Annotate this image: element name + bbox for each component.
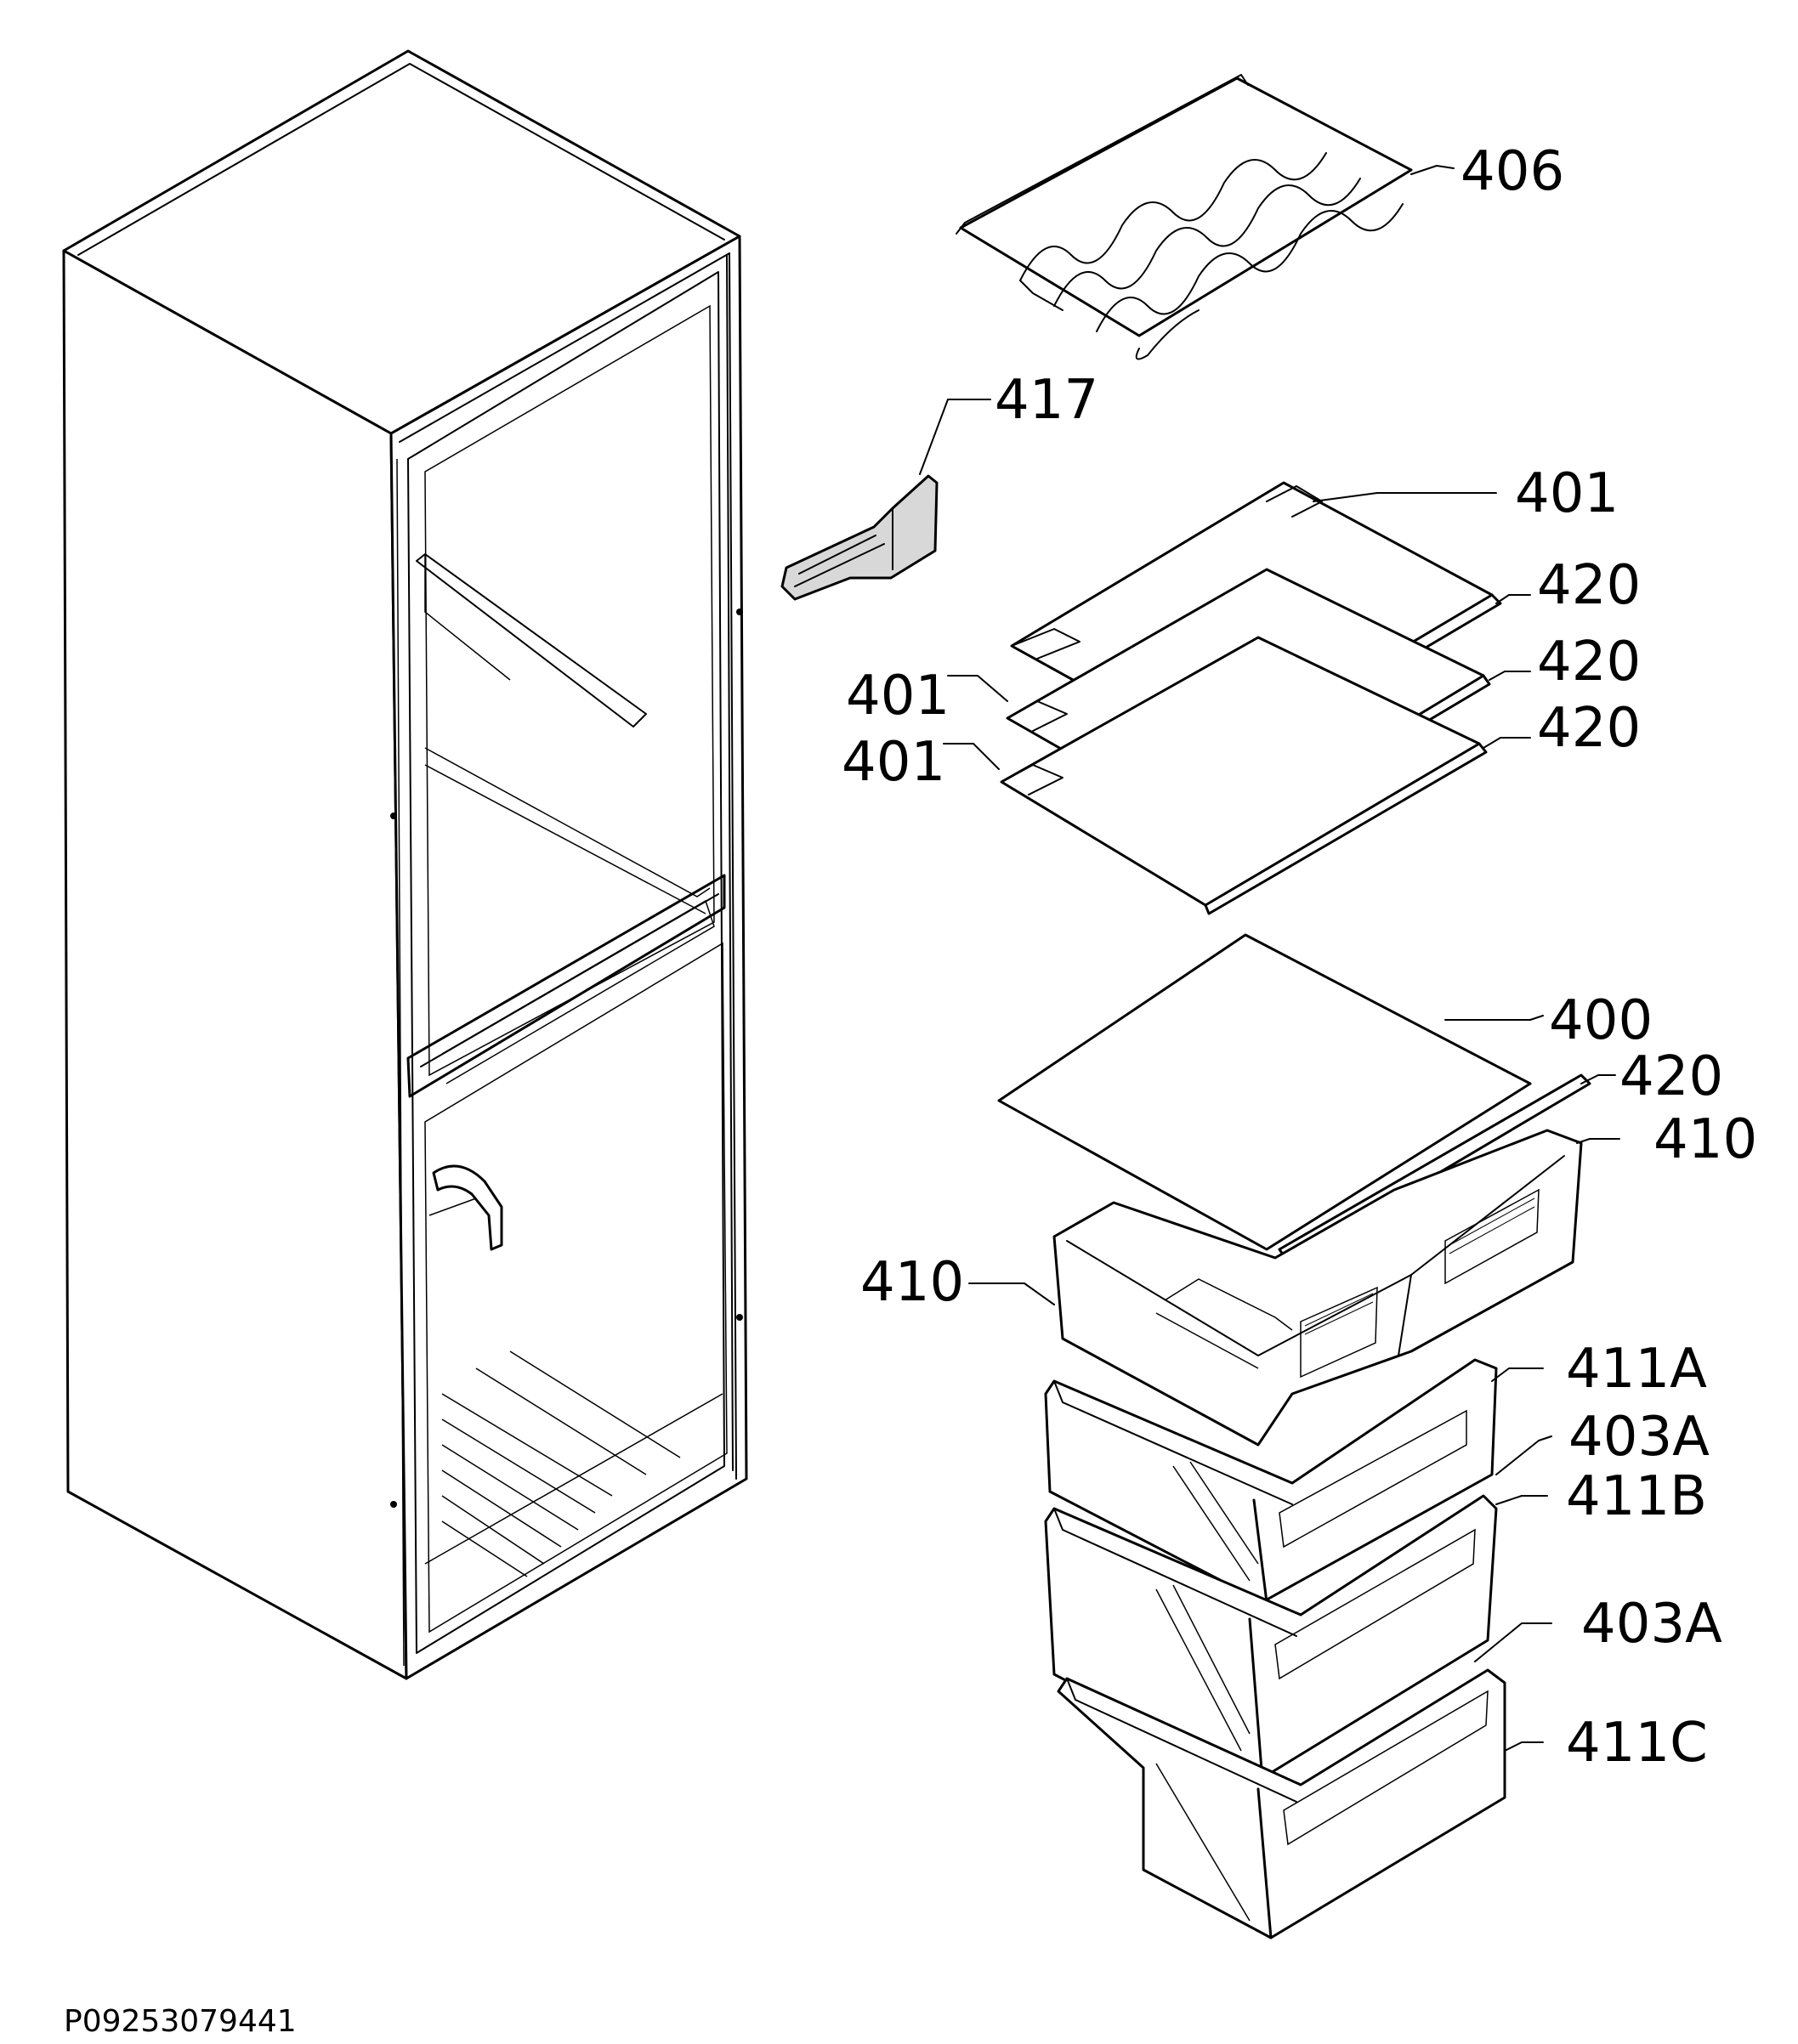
crisper-bins: [1052, 1129, 1583, 1447]
label-420-a: 420: [1537, 554, 1641, 617]
label-401-top: 401: [1515, 462, 1619, 525]
bracket-part: [780, 474, 939, 601]
drawer-411b: [1044, 1494, 1498, 1782]
drawer-411c: [1057, 1668, 1506, 1939]
label-411c: 411C: [1566, 1712, 1708, 1775]
label-400: 400: [1549, 989, 1653, 1052]
glass-shelves: [1000, 481, 1502, 915]
wine-rack-part: [956, 74, 1413, 360]
label-420-c: 420: [1537, 697, 1641, 760]
label-403a-bottom: 403A: [1581, 1593, 1722, 1656]
callout-labels: 406 417 401 420 420 420 401 401 400 420 …: [842, 140, 1757, 1775]
label-401-low: 401: [842, 731, 945, 794]
label-411a: 411A: [1566, 1338, 1707, 1401]
label-401-mid: 401: [846, 665, 950, 728]
label-410-left: 410: [860, 1251, 964, 1314]
drawing-code: P09253079441: [64, 2004, 297, 2039]
label-411b: 411B: [1566, 1465, 1707, 1528]
label-403a-top: 403A: [1568, 1406, 1710, 1469]
label-410-right: 410: [1653, 1108, 1757, 1171]
label-406: 406: [1461, 140, 1564, 203]
drawer-411a: [1044, 1358, 1498, 1604]
label-420-b: 420: [1537, 631, 1641, 694]
fridge-cabinet: [62, 49, 748, 1680]
leader-lines: [943, 492, 1620, 1752]
label-417: 417: [995, 369, 1098, 432]
label-420-d: 420: [1619, 1045, 1723, 1108]
